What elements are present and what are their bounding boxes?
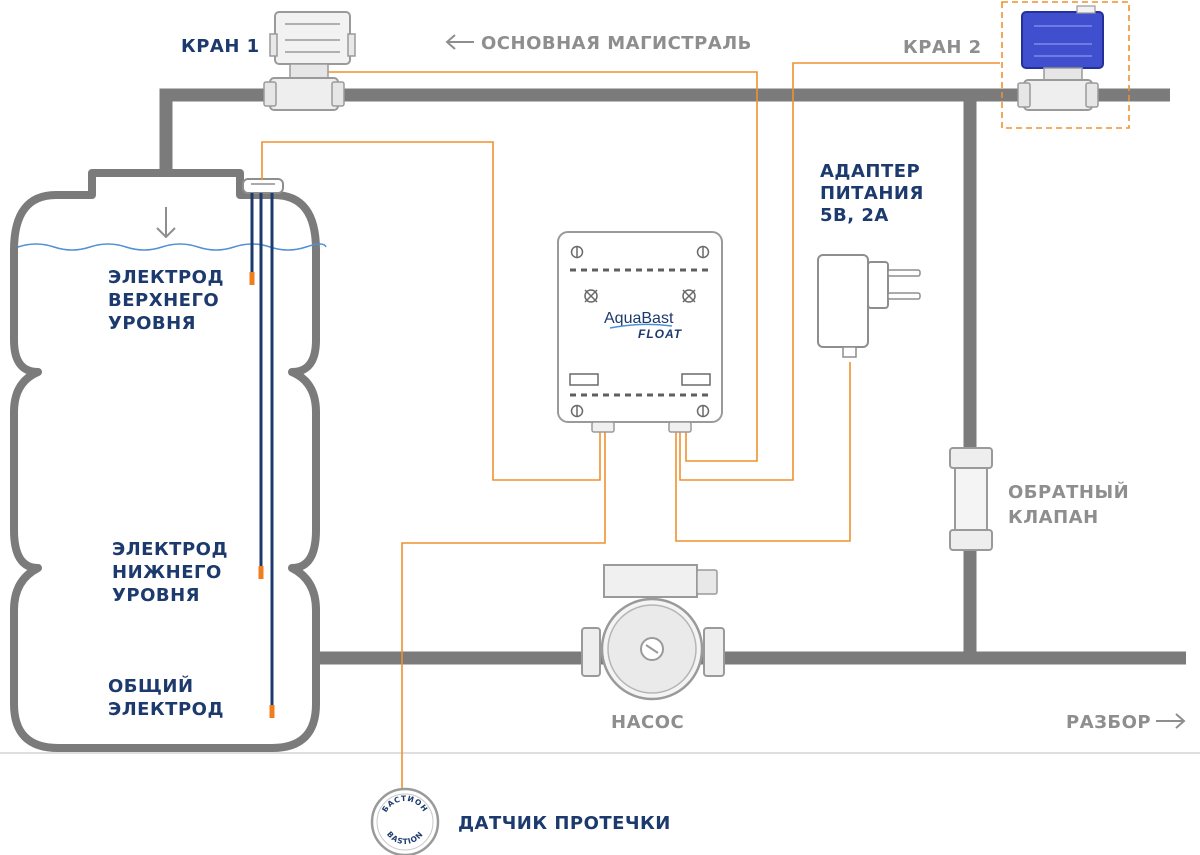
wire-adapter <box>675 362 851 542</box>
controller-brand: AquaBast <box>604 310 674 327</box>
electrode-lower-tip <box>258 566 264 579</box>
leak-sensor-body <box>370 787 440 855</box>
label-valve1: КРАН 1 <box>181 36 260 57</box>
mount-screw-icon <box>584 289 696 303</box>
power-adapter <box>817 254 921 358</box>
valve1-actuator <box>274 11 351 65</box>
tank-body <box>10 169 320 752</box>
valve1-body <box>269 77 339 111</box>
screw-icon <box>570 245 710 418</box>
wires <box>261 62 1000 790</box>
arrow-right-icon <box>1156 713 1186 729</box>
water-tank <box>10 169 327 752</box>
electrode-common-tip <box>269 705 275 718</box>
wire-valve2 <box>679 62 1000 481</box>
brand-swoosh <box>609 323 673 329</box>
valve2 <box>1001 1 1130 129</box>
label-valve2: КРАН 2 <box>903 37 982 58</box>
arrow-down-icon <box>156 207 176 239</box>
valve2-body <box>1023 79 1093 111</box>
arrow-left-icon <box>445 34 474 50</box>
controller-model: FLOAT <box>638 327 683 341</box>
label-pump: НАСОС <box>611 712 684 733</box>
leak-sensor: БАСТИОН BASTION <box>370 787 440 855</box>
pipes <box>159 88 1186 665</box>
valve2-actuator <box>1021 11 1104 69</box>
label-outlet: РАЗБОР <box>1066 712 1151 733</box>
check-valve <box>949 447 993 551</box>
pump <box>581 564 725 701</box>
wire-electrodes <box>261 141 601 481</box>
electrode-upper-tip <box>249 272 255 285</box>
controller-aquabast-float: AquaBast FLOAT <box>557 231 723 433</box>
electrodes <box>250 193 274 705</box>
label-electrode-lower: ЭЛЕКТРОД НИЖНЕГО УРОВНЯ <box>112 539 235 606</box>
label-check-valve: ОБРАТНЫЙ КЛАПАН <box>1008 481 1136 528</box>
label-leak-sensor: ДАТЧИК ПРОТЕЧКИ <box>458 813 671 834</box>
electrode-cap <box>242 178 284 194</box>
cable-gland-right <box>668 421 692 433</box>
cable-gland-left <box>591 421 615 433</box>
label-electrode-upper: ЭЛЕКТРОД ВЕРХНЕГО УРОВНЯ <box>108 267 231 334</box>
water-wave-icon <box>17 243 327 251</box>
valve2-highlight-box <box>1001 1 1130 129</box>
valve1 <box>263 11 356 111</box>
label-main-line: ОСНОВНАЯ МАГИСТРАЛЬ <box>481 33 752 54</box>
wire-leak-sensor <box>401 430 606 790</box>
label-adapter: АДАПТЕР ПИТАНИЯ 5В, 2А <box>820 161 931 226</box>
controller-body <box>557 231 723 423</box>
label-electrode-common: ОБЩИЙ ЭЛЕКТРОД <box>108 675 224 720</box>
main-line-pipe <box>159 88 1170 172</box>
wire-valve1 <box>310 71 758 462</box>
